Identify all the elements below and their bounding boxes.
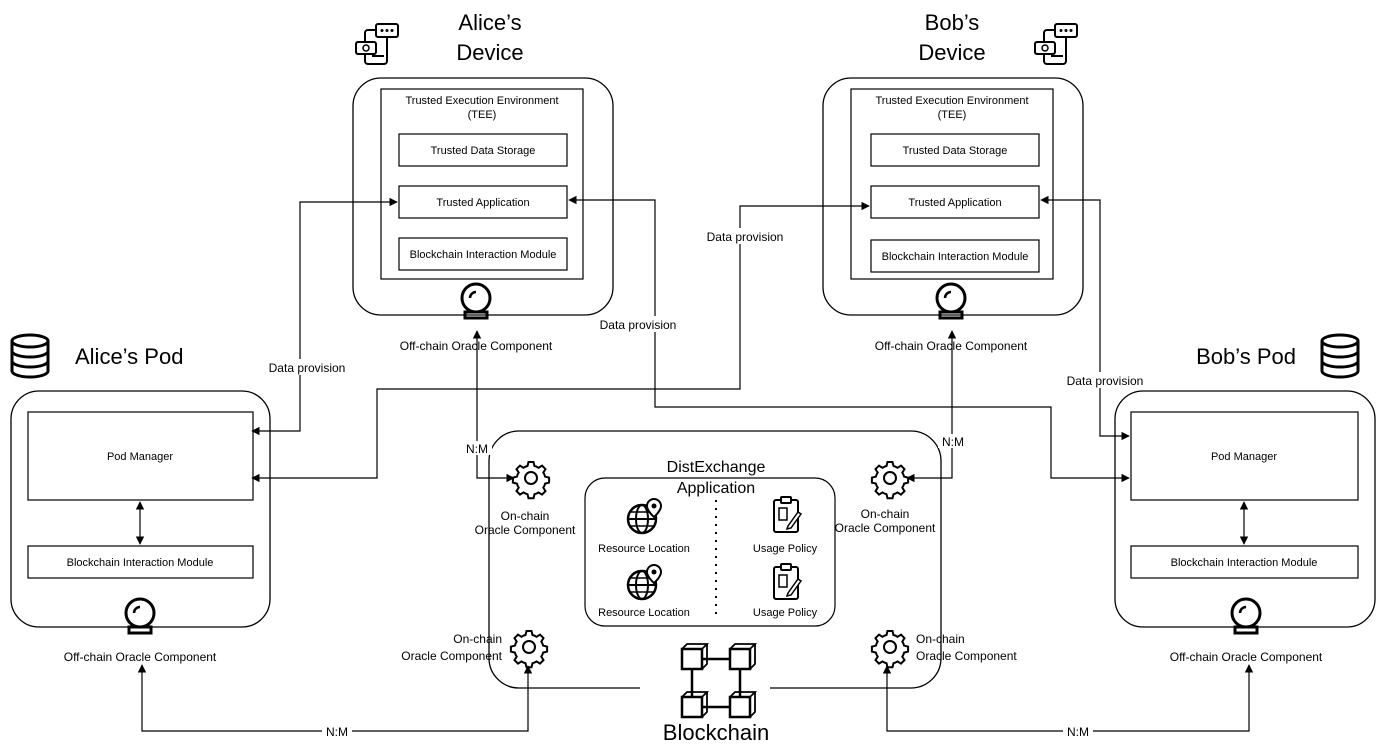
- alice-device-oracle-label: Off-chain Oracle Component: [400, 339, 553, 353]
- alice-device-title-1: Alice’s: [458, 10, 521, 35]
- bob-trusted-data-storage: [870, 133, 1040, 167]
- onchain-oracle-bl-label-2: Oracle Component: [401, 649, 502, 663]
- alice-tee-label-1: Trusted Execution Environment: [405, 95, 558, 107]
- bob-trusted-application-label: Trusted Application: [908, 197, 1001, 209]
- edge-label-data-provision-4: Data provision: [1067, 374, 1144, 388]
- usage-policy-2-label: Usage Policy: [753, 607, 818, 619]
- bob-pod-manager-label: Pod Manager: [1211, 451, 1277, 463]
- blockchain-title: Blockchain: [663, 720, 769, 745]
- alice-pod-bim-label: Blockchain Interaction Module: [67, 557, 214, 569]
- bob-pod-bim-label: Blockchain Interaction Module: [1171, 557, 1318, 569]
- edge-alice-device-oracle-to-onchain: [472, 330, 515, 483]
- onchain-oracle-bl-label-1: On-chain: [453, 632, 502, 646]
- resource-location-1-label: Resource Location: [598, 543, 690, 555]
- database-icon: [1320, 333, 1360, 379]
- alice-device-bim-label: Blockchain Interaction Module: [410, 249, 557, 261]
- bob-device: Bob’s Device Trusted Execution Environme…: [822, 10, 1084, 353]
- bob-device-title-1: Bob’s: [925, 10, 980, 35]
- edge-bob-device-oracle-to-onchain: [906, 330, 957, 483]
- edge-label-data-provision-3: Data provision: [600, 318, 677, 332]
- alice-pod-oracle-label: Off-chain Oracle Component: [64, 650, 217, 664]
- alice-device-title-2: Device: [456, 40, 523, 65]
- onchain-oracle-tl-label-1: On-chain: [501, 509, 550, 523]
- edge-label-nm-2: N:M: [942, 435, 964, 449]
- bob-pod: Bob’s Pod Pod Manager Blockchain Interac…: [1114, 333, 1376, 664]
- alice-pod-manager: [27, 411, 254, 501]
- chat-phone-icon: [355, 23, 399, 65]
- bob-pod-title: Bob’s Pod: [1196, 344, 1296, 369]
- alice-trusted-application-label: Trusted Application: [436, 197, 529, 209]
- usage-policy-1-label: Usage Policy: [753, 543, 818, 555]
- edge-label-nm-4: N:M: [1067, 725, 1089, 739]
- onchain-oracle-tl-label-2: Oracle Component: [475, 523, 576, 537]
- alice-pod-title: Alice’s Pod: [75, 344, 183, 369]
- database-icon: [10, 333, 50, 379]
- onchain-oracle-tr-label-1: On-chain: [861, 507, 910, 521]
- bob-device-bim-label: Blockchain Interaction Module: [882, 251, 1029, 263]
- bob-pod-manager: [1130, 411, 1359, 501]
- onchain-oracle-br-label-1: On-chain: [916, 632, 965, 646]
- alice-pod-manager-label: Pod Manager: [107, 451, 173, 463]
- edge-bob-app-to-bob-pod: [1040, 195, 1130, 441]
- alice-pod-bim: [27, 545, 254, 579]
- resource-location-2-label: Resource Location: [598, 607, 690, 619]
- edges: Data provision Data provision Data provi…: [137, 195, 1254, 739]
- alice-trusted-data-storage: [398, 133, 568, 167]
- bob-pod-bim: [1130, 545, 1359, 579]
- edge-label-nm-1: N:M: [466, 442, 488, 456]
- edge-label-data-provision-1: Data provision: [269, 361, 346, 375]
- alice-pod: Alice’s Pod Pod Manager Blockchain Inter…: [10, 333, 271, 664]
- chat-phone-icon: [1034, 23, 1078, 65]
- alice-trusted-data-storage-label: Trusted Data Storage: [431, 145, 536, 157]
- edge-label-data-provision-2: Data provision: [707, 230, 784, 244]
- bob-device-title-2: Device: [918, 40, 985, 65]
- bob-tee-label-2: (TEE): [938, 109, 967, 121]
- alice-device: Alice’s Device Trusted Execution Environ…: [352, 10, 614, 353]
- bob-pod-oracle-label: Off-chain Oracle Component: [1170, 650, 1323, 664]
- onchain-oracle-br-label-2: Oracle Component: [916, 649, 1017, 663]
- onchain-oracle-tr-label-2: Oracle Component: [835, 521, 936, 535]
- distexchange-title-1: DistExchange: [667, 459, 766, 476]
- bob-trusted-data-storage-label: Trusted Data Storage: [903, 145, 1008, 157]
- bob-tee-label-1: Trusted Execution Environment: [875, 95, 1028, 107]
- edge-bob-pod-oracle-to-onchain: [882, 664, 1254, 732]
- alice-tee-label-2: (TEE): [468, 109, 497, 121]
- bob-device-oracle-label: Off-chain Oracle Component: [875, 339, 1028, 353]
- edge-alice-pod-oracle-to-onchain: [137, 664, 533, 732]
- distexchange-application: DistExchange Application Resource Locati…: [584, 459, 836, 627]
- distexchange-title-2: Application: [677, 480, 755, 497]
- edge-alice-app-to-bob-pod: [568, 195, 1130, 483]
- edge-label-nm-3: N:M: [326, 725, 348, 739]
